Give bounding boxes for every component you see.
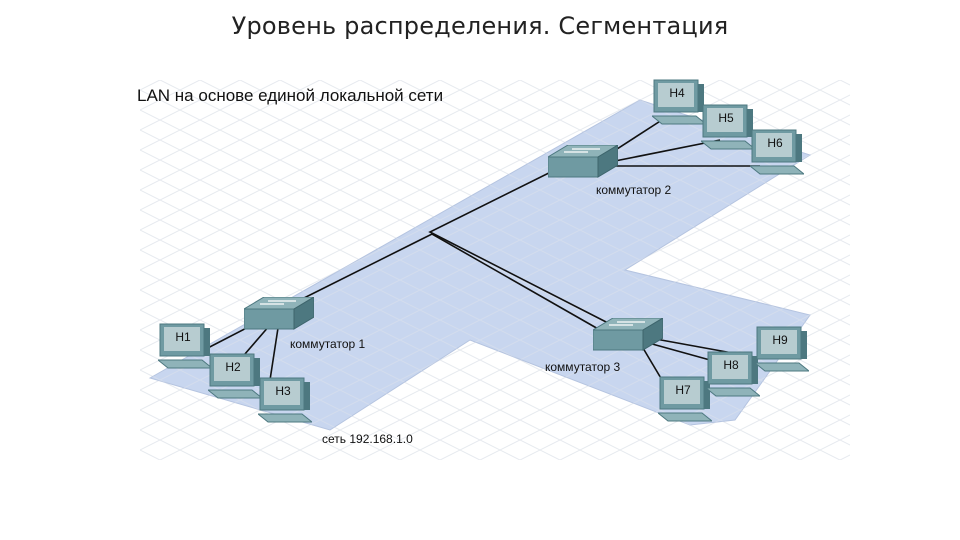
computer-icon [258, 377, 312, 423]
computer-icon [701, 104, 755, 150]
host-h4: H4 [652, 78, 706, 128]
computer-icon [652, 79, 706, 125]
switch-3-label: коммутатор 3 [545, 360, 621, 374]
diagram-title: LAN на основе единой локальной сети [137, 86, 444, 105]
switch-2-label: коммутатор 2 [596, 183, 672, 197]
computer-icon [755, 326, 809, 372]
computer-icon [658, 376, 712, 422]
host-label: H4 [669, 86, 685, 100]
host-h9: H9 [755, 325, 809, 375]
switch-icon [591, 317, 665, 351]
switch-1-label: коммутатор 1 [290, 337, 366, 351]
host-label: H1 [175, 330, 191, 344]
host-h1: H1 [158, 322, 212, 372]
host-h6: H6 [750, 128, 804, 178]
host-label: H5 [718, 111, 734, 125]
host-label: H9 [772, 333, 788, 347]
host-h5: H5 [701, 103, 755, 153]
switch-3 [591, 317, 665, 354]
host-h3: H3 [258, 376, 312, 426]
host-label: H3 [275, 384, 291, 398]
host-label: H8 [723, 358, 739, 372]
switch-icon [546, 144, 620, 178]
slide-title: Уровень распределения. Сегментация [231, 12, 729, 40]
computer-icon [750, 129, 804, 175]
computer-icon [208, 353, 262, 399]
host-label: H2 [225, 360, 241, 374]
host-h8: H8 [706, 350, 760, 400]
host-label: H7 [675, 383, 691, 397]
backbone-cables [279, 159, 613, 331]
host-label: H6 [767, 136, 783, 150]
computer-icon [158, 323, 212, 369]
host-h2: H2 [208, 352, 262, 402]
switch-1 [242, 296, 316, 333]
network-label: сеть 192.168.1.0 [322, 432, 413, 446]
switch-icon [242, 296, 316, 330]
switch-2 [546, 144, 620, 181]
host-h7: H7 [658, 375, 712, 425]
computer-icon [706, 351, 760, 397]
